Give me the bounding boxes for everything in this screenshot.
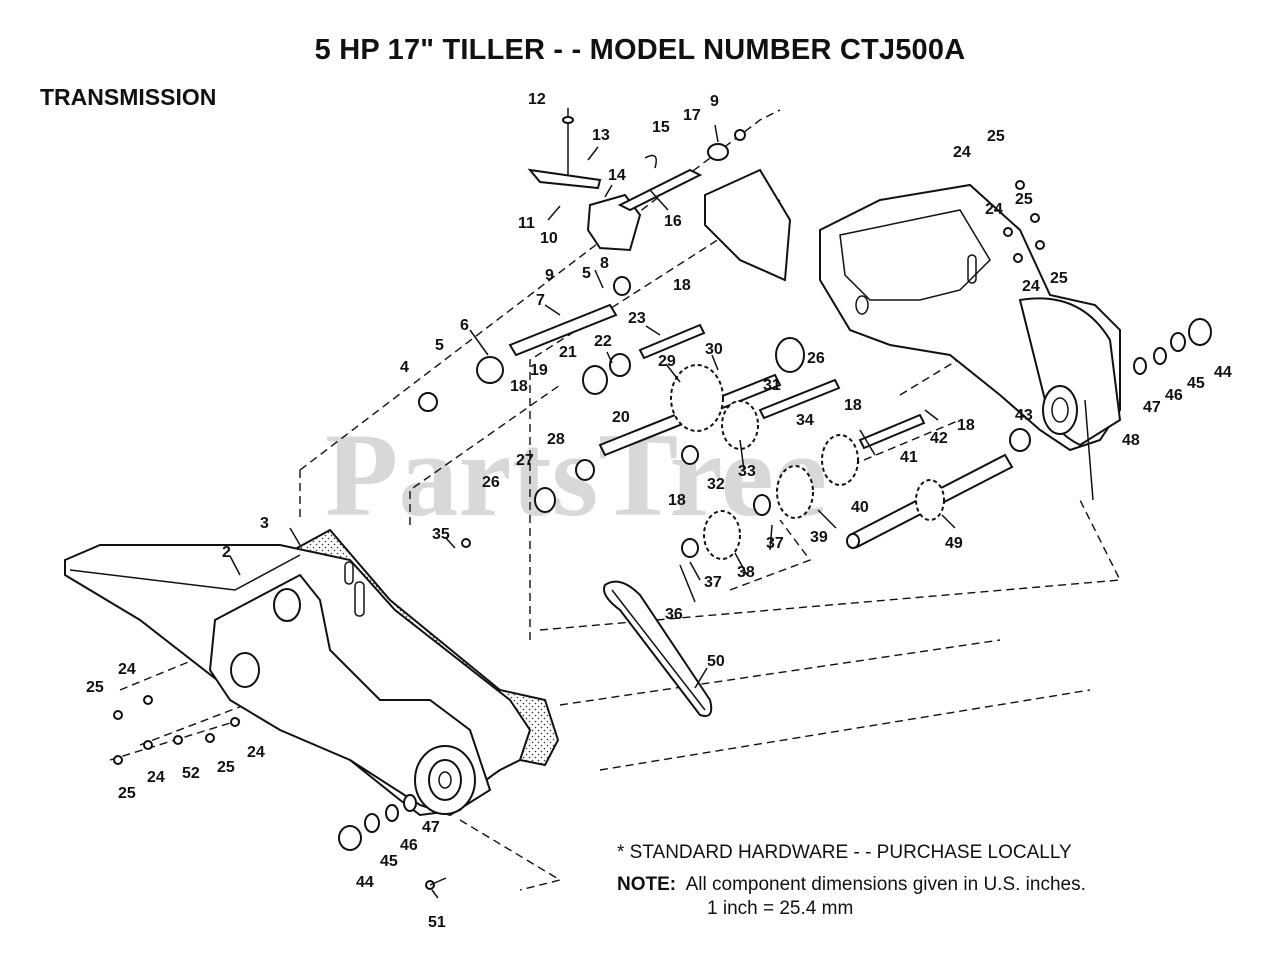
- callout-label: 29: [658, 353, 676, 370]
- standard-hardware-note: * STANDARD HARDWARE - - PURCHASE LOCALLY: [617, 842, 1072, 863]
- callout-label: 44: [356, 874, 374, 891]
- dimension-note: NOTE: All component dimensions given in …: [617, 874, 1086, 896]
- callout-label: 7: [536, 292, 545, 309]
- callout-label: 9: [710, 93, 719, 110]
- callout-label: 26: [482, 474, 500, 491]
- callout-label: 18: [668, 492, 686, 509]
- callout-label: 45: [1187, 375, 1205, 392]
- callout-label: 38: [737, 564, 755, 581]
- callout-label: 24: [953, 144, 971, 161]
- callout-label: 21: [559, 344, 577, 361]
- callout-label: 37: [766, 535, 784, 552]
- callout-label: 26: [807, 350, 825, 367]
- callout-label: 24: [1022, 278, 1040, 295]
- callout-label: 18: [673, 277, 691, 294]
- left-housing-half: [64, 528, 560, 817]
- callout-label: 33: [738, 463, 756, 480]
- callout-label: 32: [707, 476, 725, 493]
- callout-label: 31: [763, 377, 781, 394]
- callout-label: 47: [1143, 399, 1161, 416]
- drive-chains: [603, 580, 713, 717]
- callout-label: 25: [987, 128, 1005, 145]
- gears-and-sprockets: [338, 276, 1212, 851]
- callout-label: 13: [592, 127, 610, 144]
- callout-label: 48: [1122, 432, 1140, 449]
- callout-label: 9: [545, 267, 554, 284]
- shift-lever-assembly: [527, 116, 746, 252]
- callout-label: 36: [665, 606, 683, 623]
- hardware: [113, 180, 1045, 890]
- callout-label: 49: [945, 535, 963, 552]
- callout-label: 42: [930, 430, 948, 447]
- callout-labels: 12 13 15 17 9 14 11 10 16 9 8 5 7 18 6 5…: [86, 91, 1232, 931]
- callout-label: 25: [1050, 270, 1068, 287]
- right-housing-half: [704, 168, 1122, 452]
- callout-label: 20: [612, 409, 630, 426]
- callout-label: 30: [705, 341, 723, 358]
- callout-label: 11: [518, 215, 535, 232]
- callout-label: 52: [182, 765, 200, 782]
- callout-label: 27: [516, 452, 534, 469]
- callout-label: 25: [1015, 191, 1033, 208]
- callout-label: 10: [540, 230, 558, 247]
- callout-label: 47: [422, 819, 440, 836]
- callout-label: 25: [118, 785, 136, 802]
- callout-label: 34: [796, 412, 814, 429]
- note-text: All component dimensions given in U.S. i…: [685, 874, 1086, 895]
- callout-label: 41: [900, 449, 918, 466]
- callout-label: 22: [594, 333, 612, 350]
- callout-label: 37: [704, 574, 722, 591]
- callout-label: 28: [547, 431, 565, 448]
- callout-label: 18: [510, 378, 528, 395]
- callout-label: 5: [435, 337, 444, 354]
- callout-label: 17: [683, 107, 701, 124]
- callout-label: 2: [222, 544, 231, 561]
- callout-label: 44: [1214, 364, 1232, 381]
- callout-label: 40: [851, 499, 869, 516]
- leader-lines: [229, 108, 1094, 899]
- callout-label: 18: [844, 397, 862, 414]
- unit-conversion: 1 inch = 25.4 mm: [707, 898, 854, 919]
- callout-label: 46: [1165, 387, 1183, 404]
- callout-label: 24: [985, 201, 1003, 218]
- callout-label: 25: [86, 679, 104, 696]
- page-title: 5 HP 17" TILLER - - MODEL NUMBER CTJ500A: [314, 34, 966, 66]
- callout-label: 39: [810, 529, 828, 546]
- callout-label: 5: [582, 265, 591, 282]
- callout-label: 46: [400, 837, 418, 854]
- callout-label: 4: [400, 359, 409, 376]
- callout-label: 24: [247, 744, 265, 761]
- callout-label: 19: [530, 362, 548, 379]
- callout-label: 25: [217, 759, 235, 776]
- callout-label: 50: [707, 653, 725, 670]
- callout-label: 43: [1015, 407, 1033, 424]
- callout-label: 24: [147, 769, 165, 786]
- callout-label: 23: [628, 310, 646, 327]
- callout-label: 3: [260, 515, 269, 532]
- section-title: TRANSMISSION: [40, 84, 217, 110]
- callout-label: 12: [528, 91, 546, 108]
- callout-label: 15: [652, 119, 670, 136]
- callout-label: 45: [380, 853, 398, 870]
- callout-label: 6: [460, 317, 469, 334]
- callout-label: 24: [118, 661, 136, 678]
- note-label: NOTE:: [617, 874, 677, 895]
- callout-label: 8: [600, 255, 609, 272]
- callout-label: 18: [957, 417, 975, 434]
- callout-label: 14: [608, 167, 626, 184]
- callout-label: 51: [428, 914, 446, 931]
- callout-label: 35: [432, 526, 450, 543]
- callout-label: 16: [664, 213, 682, 230]
